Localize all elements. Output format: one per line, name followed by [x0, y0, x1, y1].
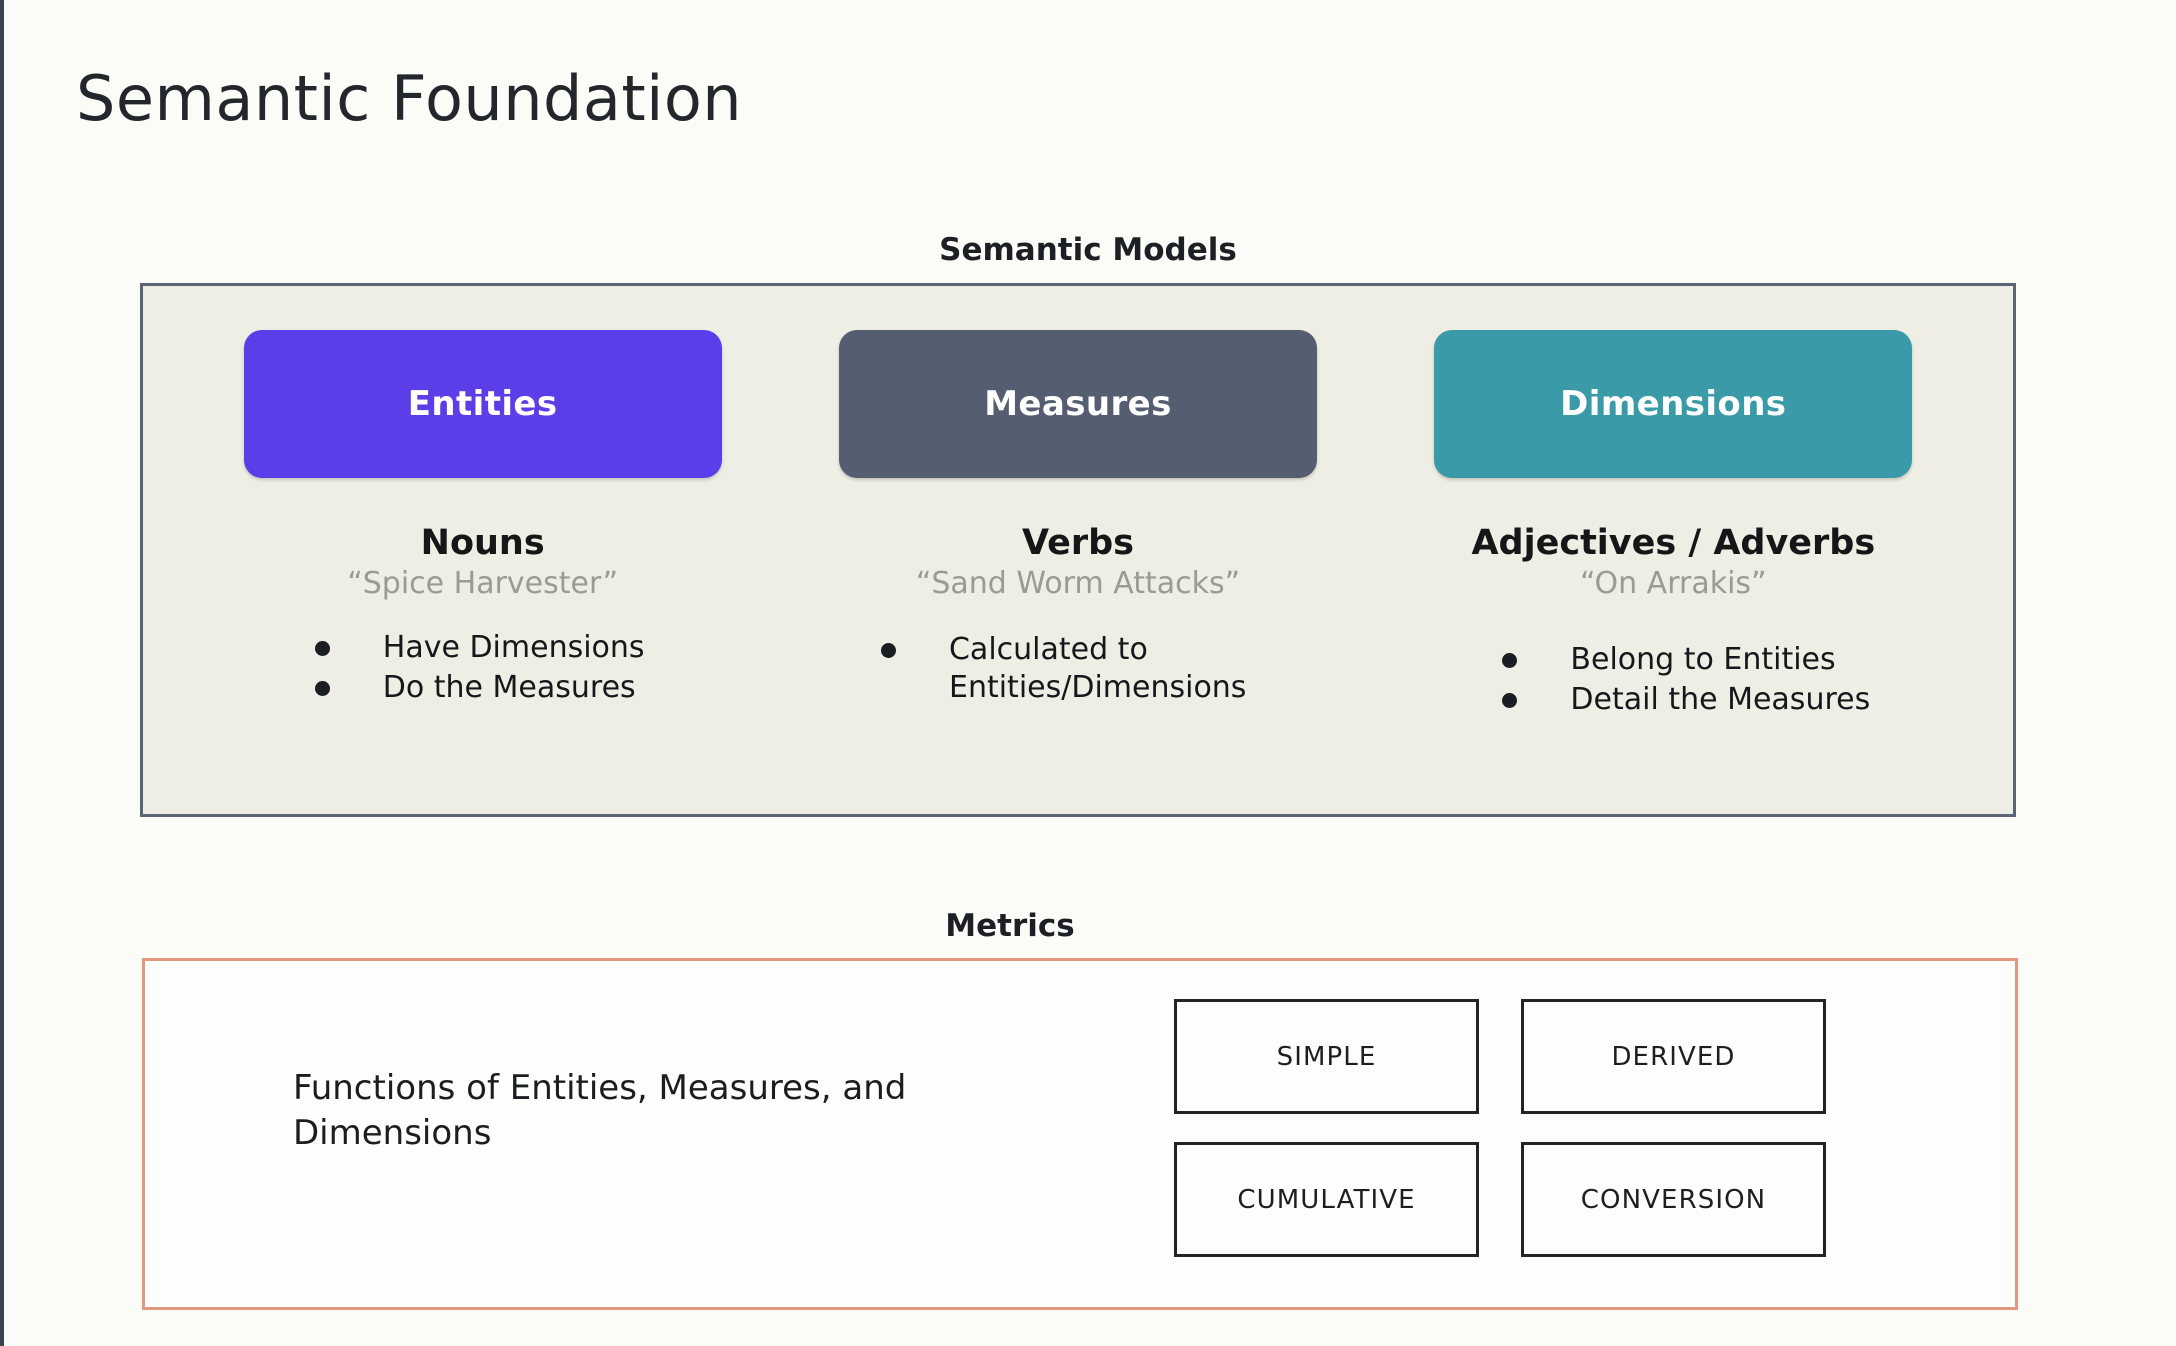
metrics-heading: Metrics: [945, 908, 1075, 944]
list-item-label: Have Dimensions: [382, 630, 645, 666]
dimensions-example: “On Arrakis”: [1580, 565, 1767, 601]
list-item-label: Calculated to Entities/Dimensions: [948, 632, 1247, 706]
list-item: Calculated to Entities/Dimensions: [873, 631, 1289, 707]
metric-chip-derived[interactable]: DERIVED: [1521, 999, 1826, 1114]
list-item: Have Dimensions: [307, 629, 645, 667]
metric-type-grid: SIMPLE DERIVED CUMULATIVE CONVERSION: [1174, 999, 1826, 1257]
left-edge-strip: [0, 0, 4, 1346]
entities-bullet-list: Have Dimensions Do the Measures: [307, 629, 645, 709]
semantic-column-measures: Measures Verbs “Sand Worm Attacks” Calcu…: [780, 330, 1375, 814]
metrics-description: Functions of Entities, Measures, and Dim…: [293, 1068, 907, 1153]
metrics-panel: Functions of Entities, Measures, and Dim…: [142, 958, 2018, 1310]
semantic-column-dimensions: Dimensions Adjectives / Adverbs “On Arra…: [1376, 330, 1971, 814]
measures-example: “Sand Worm Attacks”: [915, 565, 1241, 601]
measures-pill[interactable]: Measures: [838, 330, 1317, 478]
semantic-models-panel: Entities Nouns “Spice Harvester” Have Di…: [140, 283, 2016, 817]
list-item: Belong to Entities: [1494, 641, 1870, 679]
list-item: Detail the Measures: [1494, 681, 1870, 719]
list-item-label: Detail the Measures: [1570, 682, 1871, 718]
list-item-label: Do the Measures: [382, 670, 636, 706]
entities-pill[interactable]: Entities: [243, 330, 722, 478]
metric-chip-cumulative[interactable]: CUMULATIVE: [1174, 1142, 1479, 1257]
semantic-models-columns: Entities Nouns “Spice Harvester” Have Di…: [143, 286, 2013, 814]
bullet-dot-icon: [880, 643, 896, 659]
entities-part-of-speech: Nouns: [420, 523, 545, 563]
semantic-column-entities: Entities Nouns “Spice Harvester” Have Di…: [185, 330, 780, 814]
measures-bullet-list: Calculated to Entities/Dimensions: [873, 631, 1289, 709]
metric-chip-simple[interactable]: SIMPLE: [1174, 999, 1479, 1114]
bullet-dot-icon: [314, 681, 330, 697]
page-title: Semantic Foundation: [76, 62, 743, 135]
list-item-label: Belong to Entities: [1570, 642, 1836, 678]
dimensions-part-of-speech: Adjectives / Adverbs: [1471, 523, 1876, 563]
metric-chip-conversion[interactable]: CONVERSION: [1521, 1142, 1826, 1257]
measures-part-of-speech: Verbs: [1021, 523, 1135, 563]
bullet-dot-icon: [1502, 693, 1518, 709]
dimensions-pill[interactable]: Dimensions: [1434, 330, 1913, 478]
dimensions-bullet-list: Belong to Entities Detail the Measures: [1494, 641, 1870, 721]
semantic-models-heading: Semantic Models: [939, 232, 1237, 268]
list-item: Do the Measures: [307, 669, 645, 707]
entities-example: “Spice Harvester”: [347, 565, 619, 601]
bullet-dot-icon: [314, 641, 330, 657]
bullet-dot-icon: [1502, 653, 1518, 669]
